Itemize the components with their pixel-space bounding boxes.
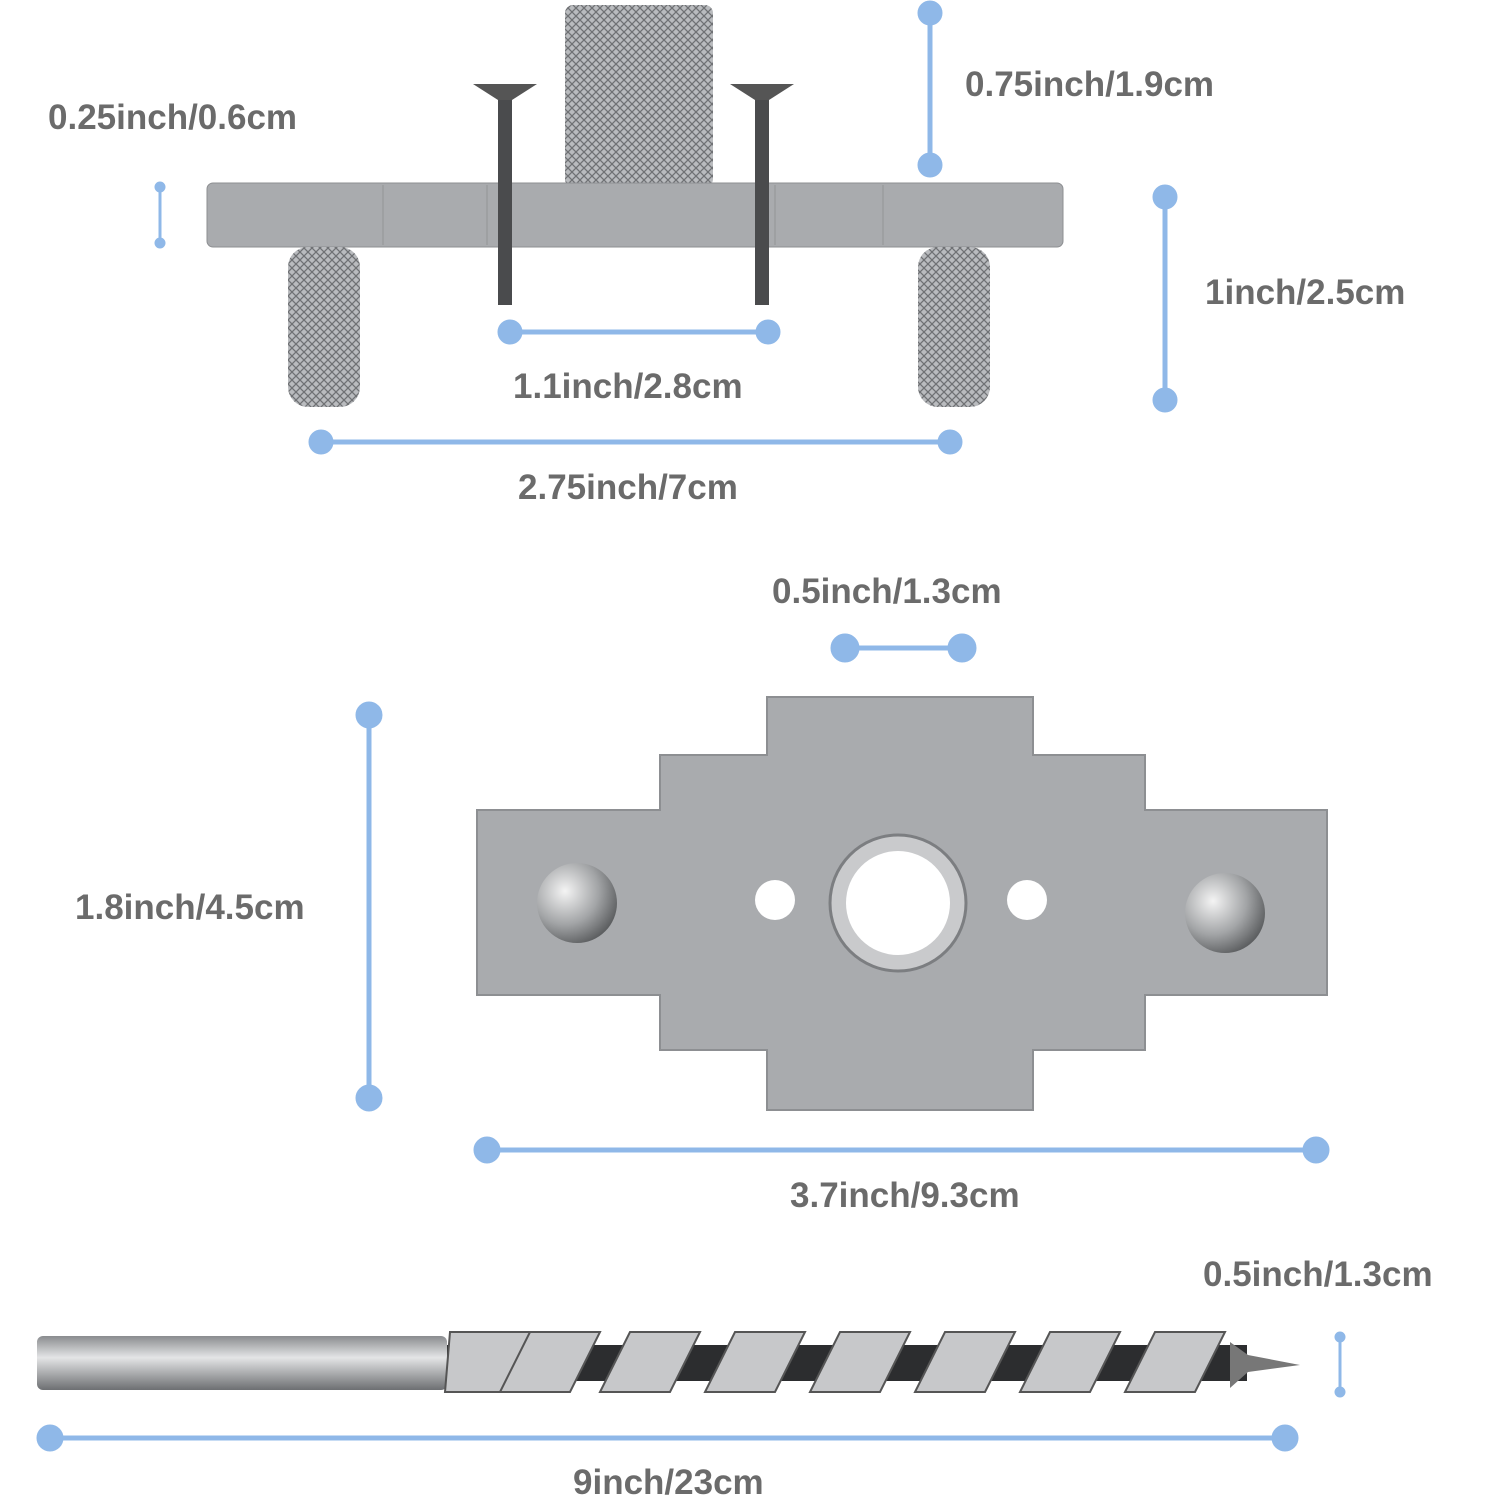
screw-right <box>730 84 794 305</box>
dim-bit-length <box>36 1424 1299 1452</box>
label-hole-diameter: 0.5inch/1.3cm <box>772 572 1002 611</box>
bit-shank <box>37 1336 447 1390</box>
label-pin-spacing: 2.75inch/7cm <box>518 468 738 507</box>
label-screw-spacing: 1.1inch/2.8cm <box>513 367 743 406</box>
dim-pin-spacing <box>308 429 963 455</box>
dim-plate-width <box>473 1136 1330 1164</box>
dim-bit-diameter <box>1334 1331 1346 1398</box>
dim-sleeve-height <box>917 0 943 178</box>
auger-drill-bit <box>37 1331 1300 1393</box>
label-bit-diameter: 0.5inch/1.3cm <box>1203 1255 1433 1294</box>
screw-left <box>473 84 537 305</box>
label-plate-width: 3.7inch/9.3cm <box>790 1176 1020 1215</box>
label-sleeve-height: 0.75inch/1.9cm <box>965 65 1215 104</box>
dimension-lines <box>36 0 1346 1452</box>
label-plate-thickness: 0.25inch/0.6cm <box>48 98 298 137</box>
jig-plate-side <box>206 182 1064 248</box>
dim-pin-height <box>1152 184 1178 413</box>
pin-head-left <box>537 863 617 943</box>
knurled-pin-left <box>288 247 360 407</box>
bit-tip <box>1230 1342 1300 1388</box>
jig-top-view <box>476 696 1328 1111</box>
jig-side-view <box>206 5 1064 407</box>
label-bit-length: 9inch/23cm <box>573 1463 764 1502</box>
knurled-sleeve <box>565 5 713 187</box>
knurled-pin-right <box>918 247 990 407</box>
dim-plate-height <box>355 701 383 1112</box>
pin-head-right <box>1185 873 1265 953</box>
small-hole-right <box>1007 880 1047 920</box>
label-pin-height: 1inch/2.5cm <box>1205 273 1406 312</box>
bit-spiral <box>443 1331 1227 1393</box>
dim-hole-diameter <box>830 633 977 663</box>
small-hole-left <box>755 880 795 920</box>
dim-plate-thickness <box>154 181 166 249</box>
dim-screw-spacing <box>497 319 781 345</box>
label-plate-height: 1.8inch/4.5cm <box>75 888 305 927</box>
